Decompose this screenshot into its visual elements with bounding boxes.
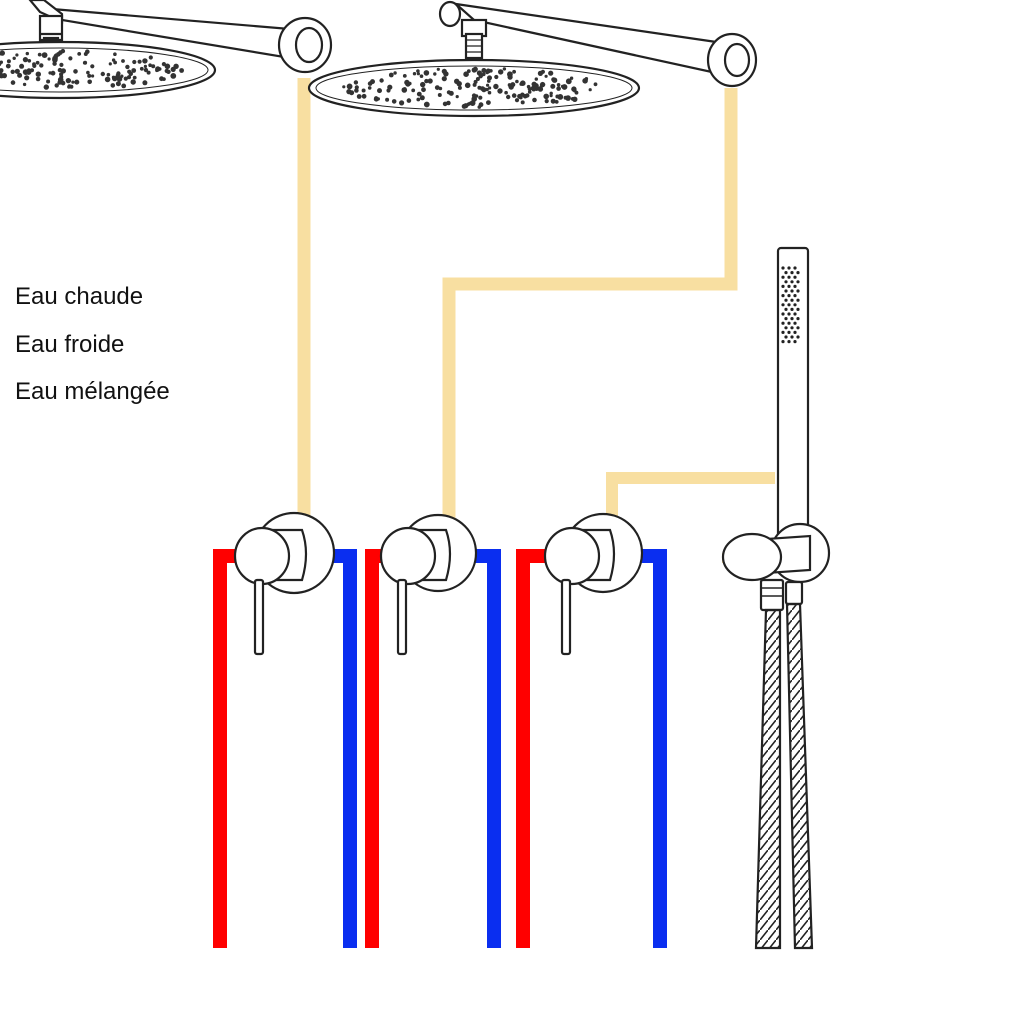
mixer-valve-3 <box>543 512 644 656</box>
nozzle-pattern-2 <box>342 66 598 109</box>
mixer-valve-1 <box>233 511 336 656</box>
valve-handle-2 <box>379 526 437 586</box>
legend-cold-water: Eau froide <box>15 331 125 358</box>
mixed-pipe-shower-2 <box>442 88 738 520</box>
hose-strand-left <box>754 608 782 950</box>
hot-pipe-valve-3 <box>516 549 551 948</box>
cold-water-pipes <box>330 549 667 948</box>
cold-pipe-valve-2 <box>474 549 501 948</box>
shower-hose <box>754 602 814 950</box>
cold-pipe-valve-3 <box>640 549 667 948</box>
hot-pipe-valve-2 <box>365 549 386 948</box>
rain-shower-head-2 <box>307 0 758 118</box>
hand-shower <box>721 246 831 612</box>
valve-lever-1 <box>253 578 265 656</box>
hose-nut <box>759 578 785 612</box>
hot-water-pipes <box>213 549 551 948</box>
hot-pipe-valve-1 <box>213 549 240 948</box>
hand-shower-nozzles <box>781 266 800 344</box>
valve-lever-2 <box>396 578 408 656</box>
legend-hot-water: Eau chaude <box>15 283 144 310</box>
hand-shower-handle <box>776 246 810 546</box>
mixed-water-pipes <box>297 78 775 563</box>
valve-lever-3 <box>560 578 572 656</box>
rain-shower-head-1 <box>0 0 333 100</box>
cold-pipe-valve-1 <box>330 549 357 948</box>
hose-connector <box>784 580 804 606</box>
valve-handle-1 <box>233 526 291 586</box>
hose-strand-right <box>785 602 814 950</box>
valve-handle-3 <box>543 526 601 586</box>
nozzle-pattern-1 <box>0 48 185 90</box>
hand-shower-holder <box>721 532 783 582</box>
mixed-pipe-hand-shower <box>606 472 775 520</box>
legend-mixed-water: Eau mélangée <box>15 378 170 405</box>
mixer-valve-2 <box>379 513 478 656</box>
